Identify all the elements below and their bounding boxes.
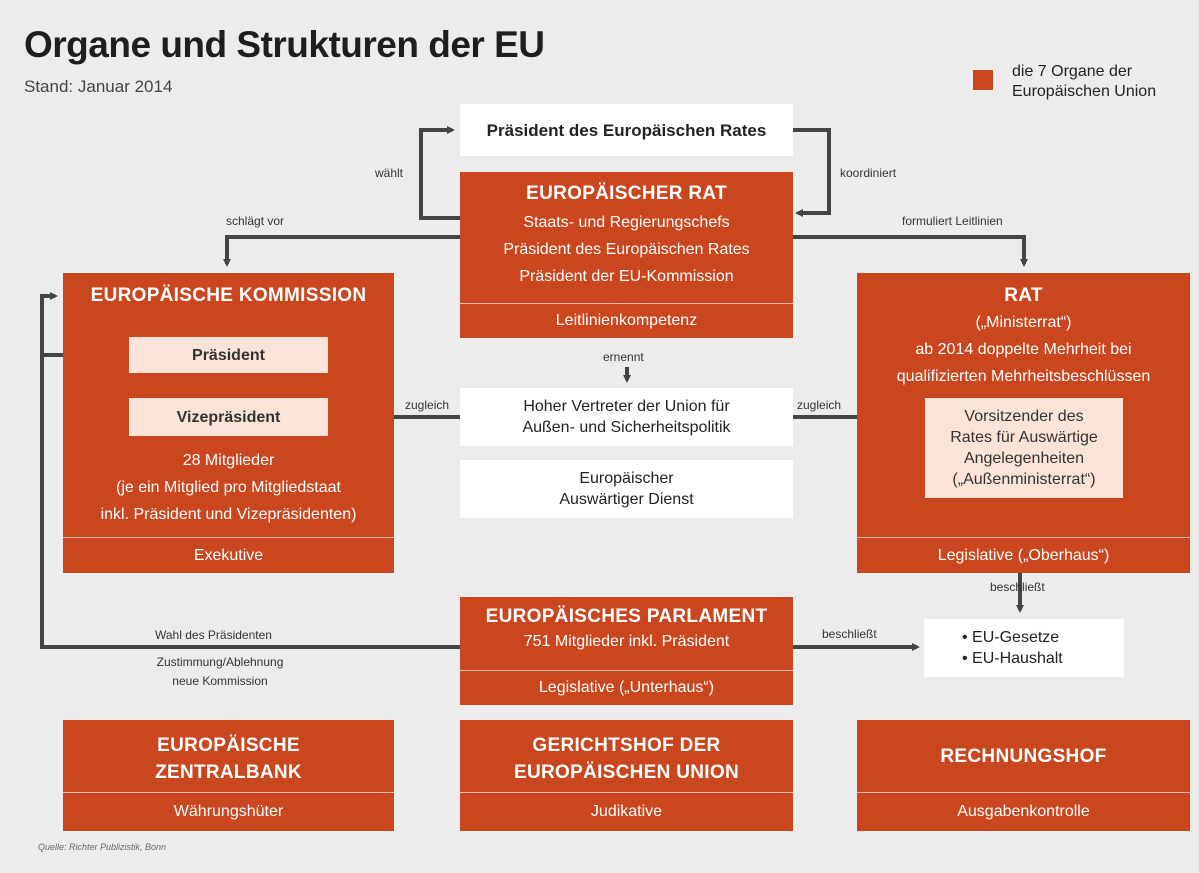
kommission-footer: Exekutive	[63, 537, 394, 573]
label-zustimmung: Zustimmung/Ablehnung neue Kommission	[156, 655, 284, 688]
arrow-waehlt	[419, 126, 460, 220]
page-subtitle: Stand: Januar 2014	[24, 77, 173, 96]
praesident-europaeischer-rat-box: Präsident des Europäischen Rates	[460, 104, 793, 156]
parlament-footer: Legislative („Unterhaus“)	[460, 670, 793, 705]
parlament-box: EUROPÄISCHES PARLAMENT 751 Mitglieder in…	[460, 597, 793, 705]
rechnungshof-title: RECHNUNGSHOF	[940, 746, 1107, 767]
rat-box: RAT („Ministerrat“) ab 2014 doppelte Meh…	[857, 273, 1190, 573]
legend-text: die 7 Organe der Europäischen Union	[1012, 63, 1157, 100]
label-waehlt: wählt	[375, 166, 404, 180]
label-zugleich-left: zugleich	[405, 398, 450, 412]
ezb-box: EUROPÄISCHE ZENTRALBANK Währungshüter	[63, 720, 394, 831]
gerichtshof-footer: Judikative	[460, 792, 793, 831]
parlament-title: EUROPÄISCHES PARLAMENT	[485, 606, 768, 627]
gerichtshof-title: GERICHTSHOF DER EUROPÄISCHEN UNION	[514, 735, 739, 783]
label-koordiniert: koordiniert	[840, 166, 897, 180]
label-wahl-praesident: Wahl des Präsidenten	[155, 628, 272, 642]
ezb-footer: Währungshüter	[63, 792, 394, 831]
label-schlaegt-vor: schlägt vor	[226, 214, 285, 228]
label-beschliesst-rat: beschließt	[990, 580, 1045, 594]
rat-title: RAT	[1004, 285, 1043, 306]
arrow-koordiniert	[793, 128, 831, 217]
rechnungshof-box: RECHNUNGSHOF Ausgabenkontrolle	[857, 720, 1190, 831]
rechnungshof-footer: Ausgabenkontrolle	[857, 792, 1190, 831]
arrow-schlaegt-vor	[223, 235, 460, 267]
kommission-praesident-box: Präsident	[129, 337, 328, 373]
label-beschliesst-ep: beschließt	[822, 627, 877, 641]
label-ernennt: ernennt	[603, 350, 644, 364]
page-title: Organe und Strukturen der EU	[24, 24, 545, 65]
rat-vorsitz-box: Vorsitzender des Rates für Auswärtige An…	[925, 398, 1123, 498]
label-formuliert: formuliert Leitlinien	[902, 214, 1003, 228]
arrow-formuliert	[793, 235, 1028, 267]
hoher-vertreter-box: Hoher Vertreter der Union für Außen- und…	[460, 388, 793, 446]
kommission-box: EUROPÄISCHE KOMMISSION 28 Mitglieder (je…	[63, 273, 394, 573]
europaeischer-rat-box: EUROPÄISCHER RAT Staats- und Regierungsc…	[460, 172, 793, 338]
rat-footer: Legislative („Oberhaus“)	[857, 537, 1190, 573]
eu-gesetze-box: • EU-Gesetze • EU-Haushalt	[924, 619, 1124, 677]
legend-swatch	[973, 70, 993, 90]
source-note: Quelle: Richter Publizistik, Bonn	[38, 842, 167, 852]
europaeischer-rat-footer: Leitlinienkompetenz	[460, 303, 793, 338]
kommission-title: EUROPÄISCHE KOMMISSION	[90, 285, 367, 306]
europaeischer-rat-title: EUROPÄISCHER RAT	[526, 183, 727, 204]
arrow-wahl-praesident	[40, 292, 460, 649]
auswaertiger-dienst-box: Europäischer Auswärtiger Dienst	[460, 460, 793, 518]
label-zugleich-right: zugleich	[797, 398, 842, 412]
gerichtshof-box: GERICHTSHOF DER EUROPÄISCHEN UNION Judik…	[460, 720, 793, 831]
ezb-title: EUROPÄISCHE ZENTRALBANK	[155, 735, 302, 783]
kommission-vizepraesident-box: Vizepräsident	[129, 398, 328, 436]
